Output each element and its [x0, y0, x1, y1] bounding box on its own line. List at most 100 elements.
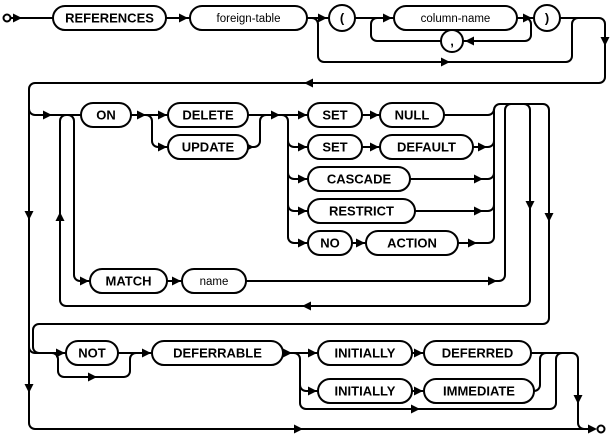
node-bubble [423, 340, 532, 366]
node-label: IMMEDIATE [443, 384, 515, 399]
punct-open-paren: ( [328, 4, 356, 32]
main-spine-line [28, 17, 606, 430]
node-bubble [307, 166, 411, 192]
keyword-initially1: INITIALLY [317, 340, 413, 366]
arrowhead-icon [137, 110, 146, 120]
keyword-update: UPDATE [167, 134, 249, 160]
punct-comma: , [440, 29, 464, 53]
node-bubble [307, 134, 363, 160]
arrowhead-icon [441, 57, 450, 67]
node-label: ) [545, 11, 549, 26]
match-branch-line [67, 114, 90, 282]
node-bubble [80, 102, 132, 128]
node-bubble [181, 268, 247, 294]
node-bubble [151, 340, 284, 366]
keyword-no: NO [307, 230, 353, 256]
update-rejoin-line [248, 114, 267, 148]
arrowhead-icon [56, 348, 65, 358]
node-label: DEFAULT [397, 140, 456, 155]
arrowhead-icon [356, 238, 365, 248]
action-branch-stub-cascade [287, 172, 308, 180]
arrowhead-icon [55, 212, 65, 221]
node-label: INITIALLY [335, 384, 396, 399]
arrowhead-icon [88, 372, 97, 382]
arrowhead-icon [24, 211, 34, 220]
arrowhead-icon [544, 213, 554, 222]
node-bubble [307, 102, 363, 128]
deferrable-group-entry-line [28, 346, 66, 354]
keyword-not: NOT [65, 340, 119, 366]
arrowhead-icon [298, 238, 307, 248]
arrowhead-icon [600, 37, 610, 46]
node-bubble [379, 102, 445, 128]
arrowhead-icon [308, 386, 317, 396]
node-label: CASCADE [327, 172, 392, 187]
keyword-initially2: INITIALLY [317, 378, 413, 404]
arrowhead-icon [304, 78, 313, 88]
arrowhead-icon [411, 404, 420, 414]
keyword-delete: DELETE [167, 102, 249, 128]
nonterminal-foreign-table[interactable]: foreign-table [189, 5, 308, 31]
node-label: ( [340, 11, 345, 26]
keyword-references: REFERENCES [52, 5, 167, 31]
arrowhead-icon [294, 424, 303, 434]
arrowhead-icon [80, 276, 89, 286]
node-label: column-name [421, 13, 491, 25]
arrowhead-icon [588, 424, 597, 434]
arrowhead-icon [414, 348, 423, 358]
node-bubble [328, 4, 356, 32]
node-bubble [533, 4, 561, 32]
nonterminal-column-name[interactable]: column-name [393, 5, 518, 31]
node-bubble [365, 230, 459, 256]
final-exit-line [531, 352, 585, 430]
arrowhead-icon [414, 386, 423, 396]
keyword-action: ACTION [365, 230, 459, 256]
node-label: SET [322, 108, 347, 123]
arrowhead-icon [474, 174, 483, 184]
arrowhead-icon [142, 348, 151, 358]
node-bubble [167, 134, 249, 160]
arrowhead-icon [298, 174, 307, 184]
keyword-set2: SET [307, 134, 363, 160]
action-branch-stub-default [287, 140, 308, 148]
node-label: , [450, 34, 454, 49]
arrowhead-icon [298, 142, 307, 152]
arrowhead-icon [370, 142, 379, 152]
initially-skip-line [293, 352, 563, 410]
node-label: MATCH [106, 274, 152, 289]
end-terminal-icon [596, 424, 606, 434]
node-label: foreign-table [217, 13, 281, 25]
arrowhead-icon [573, 395, 583, 404]
arrowhead-icon [43, 110, 52, 120]
arrowheads [13, 13, 610, 434]
node-bubble [167, 102, 249, 128]
update-branch-line [145, 114, 168, 148]
column-repeat-loop-left [370, 17, 441, 42]
arrowhead-icon [13, 13, 22, 23]
node-label: DEFERRED [442, 346, 514, 361]
arrowhead-icon [370, 110, 379, 120]
arrowhead-icon [283, 348, 292, 358]
punct-close-paren: ) [533, 4, 561, 32]
node-label: ACTION [387, 236, 437, 251]
node-label: RESTRICT [329, 204, 394, 219]
arrowhead-icon [478, 142, 487, 152]
action-branch-stub-restrict [287, 204, 308, 212]
keyword-cascade: CASCADE [307, 166, 411, 192]
restrict-merge-line [415, 204, 495, 212]
keyword-deferred: DEFERRED [423, 340, 532, 366]
keyword-restrict: RESTRICT [307, 198, 416, 224]
cascade-merge-line [410, 172, 495, 180]
keyword-set1: SET [307, 102, 363, 128]
node-bubble [423, 378, 535, 404]
null-merge-line [444, 108, 495, 116]
rail-lines [10, 17, 606, 430]
arrowhead-icon [271, 110, 280, 120]
keyword-default: DEFAULT [379, 134, 474, 160]
arrowhead-icon [465, 36, 474, 46]
node-label: NULL [395, 108, 430, 123]
nonterminal-name[interactable]: name [181, 268, 247, 294]
node-bubble [52, 5, 167, 31]
arrowhead-icon [302, 301, 311, 311]
